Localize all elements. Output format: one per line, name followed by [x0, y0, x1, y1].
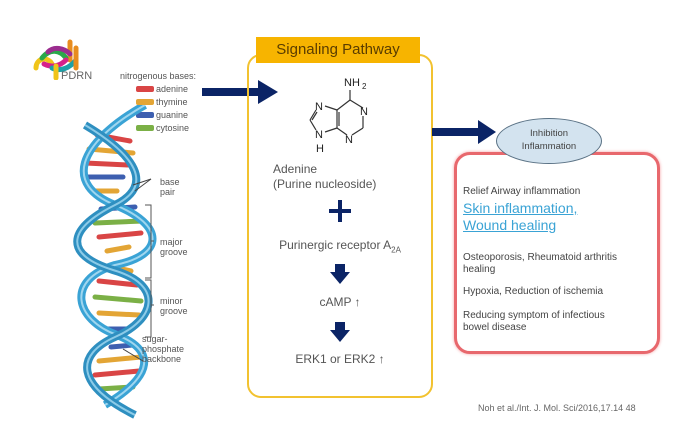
- legend-item-thymine: thymine: [136, 97, 188, 107]
- thymine-swatch-icon: [136, 99, 154, 105]
- arrow-right-icon: [202, 80, 278, 104]
- svg-text:N: N: [315, 129, 323, 141]
- arrow-right-icon: [432, 120, 496, 144]
- adenine-description: (Purine nucleoside): [273, 177, 377, 191]
- camp-label: cAMP ↑: [319, 295, 361, 309]
- svg-text:N: N: [345, 134, 353, 146]
- adenine-structure-icon: NH 2 N N N N H: [309, 77, 368, 155]
- erk-label: ERK1 or ERK2 ↑: [295, 352, 385, 366]
- svg-text:NH: NH: [344, 77, 360, 89]
- cytosine-swatch-icon: [136, 125, 154, 131]
- legend-label: guanine: [156, 110, 189, 120]
- receptor-label: Purinergic receptor A2A: [279, 238, 401, 255]
- legend-item-guanine: guanine: [136, 110, 188, 120]
- legend-label: thymine: [156, 97, 188, 107]
- citation: Noh et al./Int. J. Mol. Sci/2016,17.14 4…: [478, 403, 636, 413]
- inhibition-inflammation-bubble: Inhibition Inflammation: [496, 118, 602, 164]
- effect-hypoxia: Hypoxia, Reduction of ischemia: [463, 286, 604, 297]
- therapeutic-effects-box: [454, 152, 660, 354]
- adenine-name: Adenine: [273, 162, 318, 176]
- svg-text:2: 2: [362, 82, 367, 91]
- effect-bowel: Reducing symptom of infectious bowel dis…: [463, 310, 605, 333]
- effect-skin-highlight[interactable]: Skin inflammation, Wound healing: [463, 200, 578, 233]
- legend-label: cytosine: [156, 123, 190, 133]
- signaling-pathway-title: Signaling Pathway: [256, 37, 420, 63]
- legend-item-adenine: adenine: [136, 84, 188, 94]
- plus-icon: [329, 200, 351, 222]
- ellipse-line: Inflammation: [521, 141, 577, 152]
- legend-label: adenine: [156, 84, 189, 94]
- svg-text:N: N: [360, 106, 368, 118]
- arrow-down-icon: [330, 264, 350, 284]
- pdrn-logo-icon: [33, 39, 79, 80]
- adenine-swatch-icon: [136, 86, 154, 92]
- pdrn-logo-label: PDRN: [61, 70, 93, 82]
- ellipse-line: Inhibition: [529, 128, 569, 139]
- arrow-down-icon: [330, 322, 350, 342]
- effect-osteoporosis: Osteoporosis, Rheumatoid arthritis heali…: [463, 252, 617, 275]
- guanine-swatch-icon: [136, 112, 154, 118]
- legend-item-cytosine: cytosine: [136, 123, 189, 133]
- svg-text:N: N: [315, 101, 323, 113]
- svg-text:H: H: [316, 143, 324, 155]
- legend-title: nitrogenous bases:: [120, 71, 197, 81]
- effect-airway: Relief Airway inflammation: [463, 186, 581, 197]
- dna-helix-illustration: [73, 105, 157, 419]
